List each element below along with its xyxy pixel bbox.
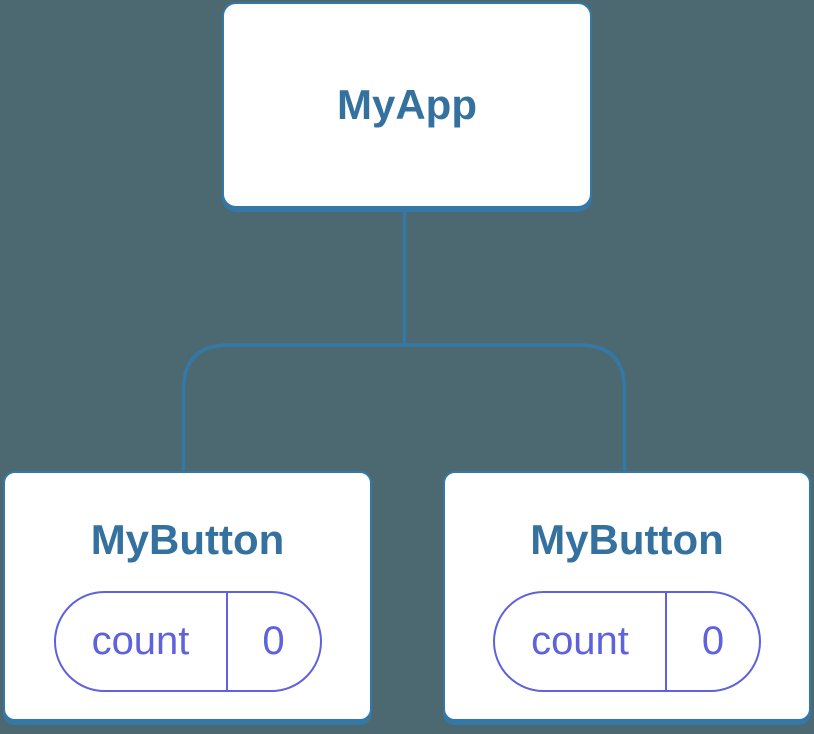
state-value: 0 [667,593,759,690]
component-node-root: MyApp [222,2,592,208]
state-value-label: 0 [262,619,285,663]
state-key: count [495,593,667,690]
state-value-label: 0 [701,619,725,663]
state-key: count [56,593,228,690]
state-value: 0 [228,593,320,690]
component-node-child-right: MyButton count 0 [443,471,811,721]
state-pill: count 0 [493,591,761,692]
node-title: MyButton [530,516,724,563]
state-key-label: count [531,619,629,663]
node-title: MyApp [337,81,477,128]
state-key-label: count [91,619,190,663]
connector-branch-to-children [181,343,627,474]
state-pill: count 0 [53,591,322,692]
node-title: MyButton [90,516,285,563]
component-node-child-left: MyButton count 0 [3,471,372,721]
